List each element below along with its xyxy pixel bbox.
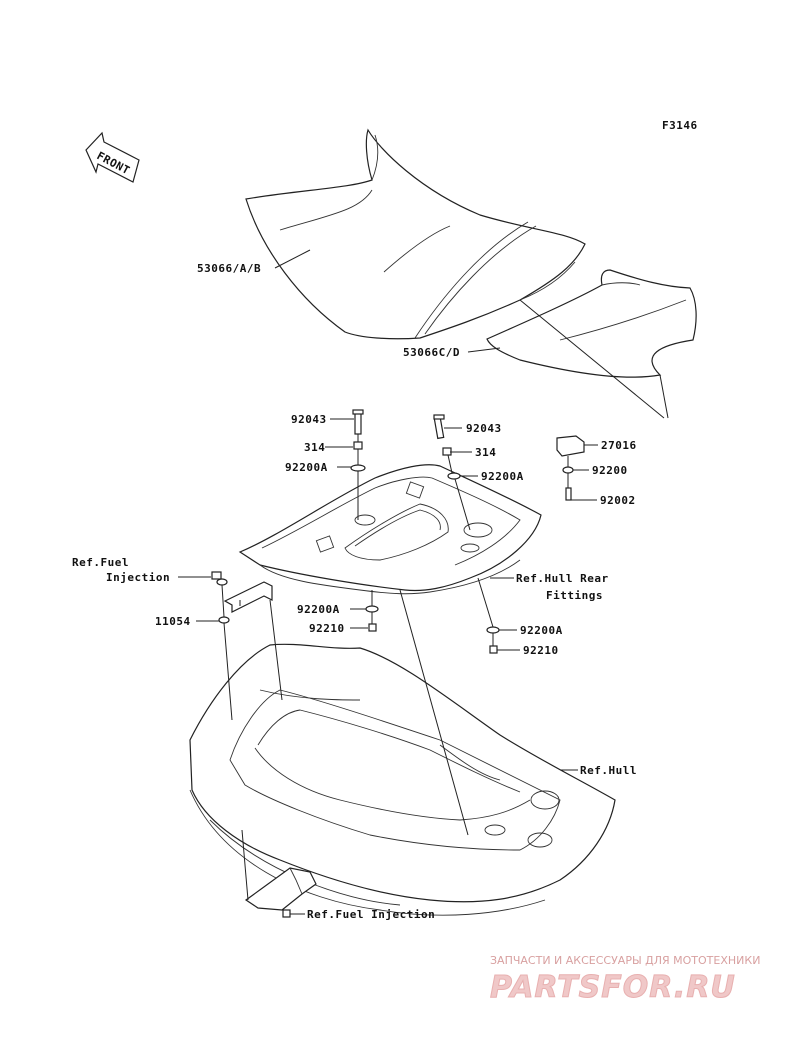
fastener-27016-clip <box>556 435 585 457</box>
label-92210-low-left: 92210 <box>309 622 345 635</box>
label-92210-low-right: 92210 <box>523 644 559 657</box>
fastener-ref-fuel-bottom <box>282 909 291 918</box>
label-11054: 11054 <box>155 615 191 628</box>
label-314-right: 314 <box>475 446 496 459</box>
bracket-11054-part <box>223 581 273 613</box>
fastener-nut-left <box>353 441 363 450</box>
label-ref-hull-rear-line2: Fittings <box>546 589 603 602</box>
leader-lines <box>178 249 598 915</box>
label-92043-right: 92043 <box>466 422 502 435</box>
figure-code: F3146 <box>662 119 698 132</box>
label-27016: 27016 <box>601 439 637 452</box>
label-92200a-low-left: 92200A <box>297 603 340 616</box>
fastener-bolt-left <box>352 409 364 435</box>
washer-right <box>447 472 461 480</box>
fastener-11054-washer <box>218 616 230 624</box>
fastener-ref-fuel-washer <box>216 578 228 586</box>
watermark-tagline: ЗАПЧАСТИ И АКСЕССУАРЫ ДЛЯ МОТОТЕХНИКИ <box>490 954 760 967</box>
label-ref-fuel-bottom: Ref.Fuel Injection <box>307 908 435 921</box>
label-ref-hull: Ref.Hull <box>580 764 637 777</box>
label-92200a-right: 92200A <box>481 470 524 483</box>
washer-low-left <box>365 605 379 613</box>
watermark-logo: PARTSFOR.RU <box>490 970 736 1005</box>
fuel-injection-bracket-part <box>244 867 317 911</box>
fastener-nut-right <box>442 447 452 456</box>
label-92200: 92200 <box>592 464 628 477</box>
label-92043-left: 92043 <box>291 413 327 426</box>
rear-seat-part <box>486 269 697 419</box>
label-92200a-left: 92200A <box>285 461 328 474</box>
label-ref-fuel-line1: Ref.Fuel <box>72 556 129 569</box>
washer-low-right <box>486 626 500 634</box>
washer-left <box>350 464 366 472</box>
label-53066ab: 53066/A/B <box>197 262 261 275</box>
label-92200a-low-right: 92200A <box>520 624 563 637</box>
front-arrow-icon: FRONT <box>85 131 140 183</box>
fastener-ref-fuel-bolt <box>211 571 222 580</box>
label-ref-hull-rear-line1: Ref.Hull Rear <box>516 572 609 585</box>
screw-92002 <box>565 487 572 501</box>
seat-base-part <box>238 464 542 595</box>
fastener-bolt-right <box>433 414 445 440</box>
nut-low-right <box>489 645 498 654</box>
label-ref-fuel-line2: Injection <box>106 571 170 584</box>
washer-92200 <box>562 466 574 474</box>
label-92002: 92002 <box>600 494 636 507</box>
front-seat-part <box>245 128 586 340</box>
nut-low-left <box>368 623 377 632</box>
label-53066cd: 53066C/D <box>403 346 460 359</box>
label-314-left: 314 <box>304 441 325 454</box>
hull-part <box>189 643 616 916</box>
